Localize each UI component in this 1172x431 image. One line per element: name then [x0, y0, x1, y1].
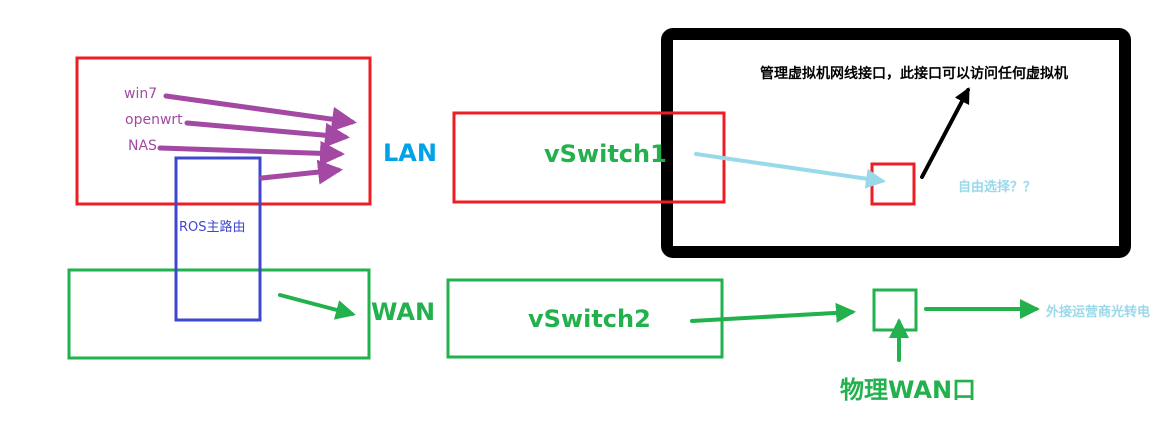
- vswitch1-label: vSwitch1: [544, 140, 667, 168]
- wan-label: WAN: [371, 298, 436, 326]
- wan-vm-box: [67, 268, 371, 360]
- ros-router-box: [174, 156, 262, 322]
- arrow-nas: [157, 140, 345, 166]
- vm-label-openwrt: openwrt: [125, 112, 183, 128]
- arrow-openwrt: [184, 120, 350, 148]
- vm-label-nas: NAS: [128, 138, 157, 154]
- arrow-port-note: [920, 87, 970, 179]
- mgmt-port-box: [870, 162, 916, 206]
- mgmt-note: 管理虚拟机网线接口，此接口可以访问任何虚拟机: [760, 66, 1068, 82]
- physical-wan-port-box: [872, 288, 918, 332]
- isp-label: 外接运营商光转电: [1046, 305, 1151, 320]
- lan-label: LAN: [383, 139, 437, 167]
- vswitch2-label: vSwitch2: [528, 305, 651, 333]
- physical-wan-label: 物理WAN口: [840, 376, 977, 404]
- arrow-vswitch1-port: [694, 152, 886, 189]
- router-label: ROS主路由: [179, 220, 246, 235]
- arrow-ros-wan: [278, 293, 356, 320]
- free-choice-label: 自由选择？？: [958, 180, 1037, 195]
- arrow-ros-lan: [259, 159, 343, 185]
- vm-label-win7: win7: [124, 86, 158, 102]
- arrow-vswitch2-port: [690, 302, 856, 323]
- arrow-win7: [163, 93, 357, 132]
- management-frame: [661, 28, 1131, 258]
- vm-group-box: [75, 56, 372, 206]
